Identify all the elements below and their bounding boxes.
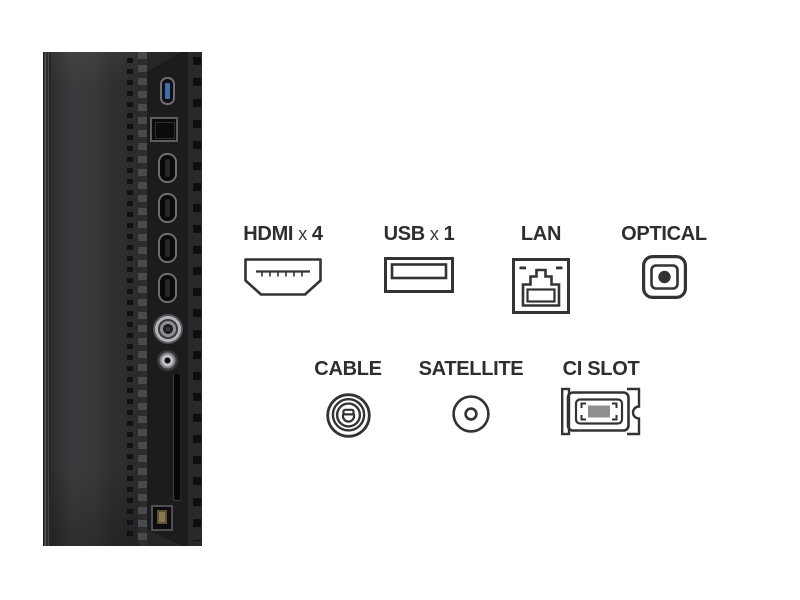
- ethernet-port: [150, 117, 178, 142]
- hdmi-port-2: [158, 193, 177, 223]
- usb-label-count: 1: [443, 223, 455, 245]
- hdmi-port-4: [158, 273, 177, 303]
- hdmi-port-1: [158, 153, 177, 183]
- lan-label: LAN: [520, 223, 562, 245]
- usb-label-times: x: [429, 224, 439, 244]
- ci-module-icon: [560, 387, 642, 436]
- cable-label: CABLE: [314, 358, 382, 380]
- tv-side-panel-photo: [43, 52, 202, 546]
- hdmi-connector-icon: [244, 258, 322, 296]
- tv-back-panel: [51, 52, 138, 546]
- side-vent-strip: [188, 52, 202, 546]
- ci-slot-label: CI SLOT: [562, 358, 640, 380]
- hdmi-label-count: 4: [311, 223, 323, 245]
- usb-connector-icon: [384, 257, 454, 293]
- vent-holes-strip: [127, 58, 133, 540]
- port-diagram-ci-slot: CI SLOT: [541, 359, 661, 436]
- tv-bezel-edge: [43, 52, 51, 546]
- hdmi-port-3: [158, 233, 177, 263]
- hdmi-label-times: x: [298, 224, 307, 244]
- port-diagram-cable: CABLE: [288, 359, 408, 438]
- optical-audio-connector-icon: [641, 255, 687, 299]
- usb-label-name: USB: [383, 223, 426, 245]
- coax-cable-connector-icon: [325, 393, 371, 438]
- ci-slot-port: [173, 374, 181, 500]
- satellite-port: [157, 350, 178, 371]
- hdmi-label-name: HDMI: [243, 223, 294, 245]
- ethernet-connector-icon: [512, 258, 570, 314]
- optical-label: OPTICAL: [621, 223, 707, 245]
- port-diagram-satellite: SATELLITE: [411, 359, 531, 433]
- optical-port: [151, 505, 173, 531]
- satellite-connector-icon: [452, 395, 490, 433]
- port-diagram-lan: LAN: [481, 224, 601, 314]
- cable-coax-port: [153, 314, 183, 344]
- usb-port: [160, 77, 175, 105]
- port-diagram-optical: OPTICAL: [604, 224, 724, 299]
- satellite-label: SATELLITE: [418, 358, 524, 380]
